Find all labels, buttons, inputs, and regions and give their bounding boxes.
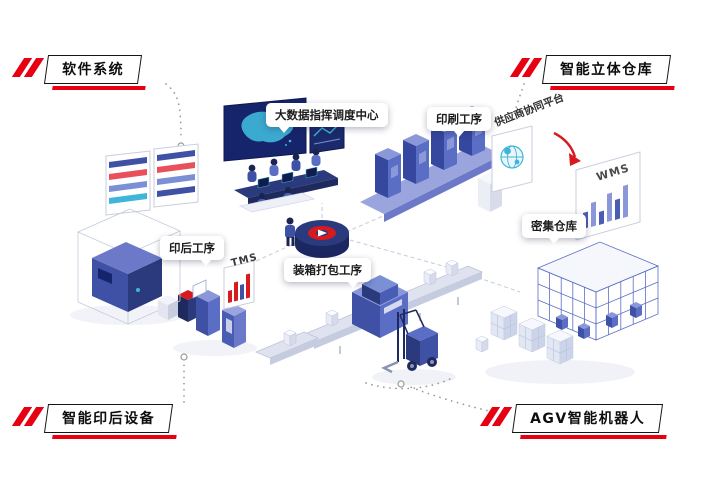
agv-dotted-path <box>365 377 453 390</box>
callout-big-data-center: 大数据指挥调度中心 <box>266 103 388 133</box>
dense-warehouse-rack <box>536 241 660 341</box>
connector-node-bl <box>180 353 188 361</box>
postpress-kiosks <box>178 279 246 348</box>
ground-shadows <box>70 305 635 385</box>
tms-chart-card <box>223 260 255 310</box>
corner-label-text: AGV智能机器人 <box>530 411 646 427</box>
callout-printing-process: 印刷工序 <box>427 107 491 131</box>
packing-machine <box>352 275 408 338</box>
double-slash-icon <box>11 55 45 77</box>
callout-packing-process: 装箱打包工序 <box>284 258 371 288</box>
red-arrow-head <box>569 153 581 166</box>
connector-node-br <box>397 380 405 388</box>
logo-disc <box>295 220 349 258</box>
supplier-platform-screen <box>491 125 581 193</box>
command-desk <box>234 148 338 213</box>
dashboard-panels <box>105 143 199 216</box>
press-machine <box>77 208 181 325</box>
corner-label-postpress-equipment: 智能印后设备 <box>11 404 174 433</box>
corner-label-text: 智能印后设备 <box>62 411 156 427</box>
operator-person <box>285 217 295 246</box>
red-arrow <box>553 131 577 158</box>
corner-label-box: 智能印后设备 <box>43 404 174 433</box>
double-slash-icon <box>11 404 45 426</box>
forklift <box>381 309 438 374</box>
warehouse-stored-boxes <box>556 302 642 339</box>
network-dashed-lines <box>253 199 521 293</box>
corner-label-box: 软件系统 <box>43 55 143 84</box>
connector-bottom-right <box>407 385 494 413</box>
double-slash-icon <box>509 55 543 77</box>
corner-label-text: 软件系统 <box>62 62 125 78</box>
double-slash-icon <box>479 404 513 426</box>
corner-label-box: AGV智能机器人 <box>511 404 664 433</box>
corner-label-smart-warehouse: 智能立体仓库 <box>509 55 672 84</box>
corner-label-box: 智能立体仓库 <box>541 55 672 84</box>
connector-top-left <box>165 83 182 141</box>
corner-label-software-system: 软件系统 <box>11 55 143 84</box>
callout-dense-warehouse: 密集仓库 <box>522 214 586 238</box>
pallet-boxes <box>475 305 574 365</box>
corner-connectors <box>165 83 525 413</box>
callout-postpress-process: 印后工序 <box>160 236 224 266</box>
globe-icon <box>500 145 524 169</box>
corner-label-text: 智能立体仓库 <box>560 62 654 78</box>
corner-label-agv-robot: AGV智能机器人 <box>479 404 664 433</box>
